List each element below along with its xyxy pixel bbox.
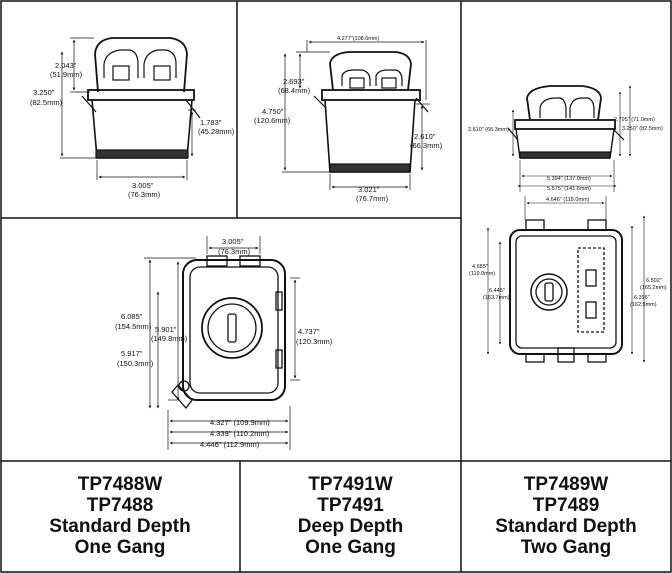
dim-label: 3.005": [222, 237, 244, 246]
dim-label: 6.502": [646, 278, 662, 284]
model: TP7489: [532, 495, 600, 516]
dim-label: 3.250" (82.5mm): [622, 126, 663, 132]
dim-label: 2.693": [283, 77, 305, 86]
tp7488-front-labels: 3.005" (76.3mm) 6.085" (154.5mm) 5.901" …: [115, 237, 333, 449]
tp7489-side-dimensions: [511, 85, 632, 220]
tp7491-side-labels: 4.277"(108.6mm) 2.693" (68.4mm) 4.750" (…: [254, 36, 443, 203]
dim-label: 6.085": [121, 312, 143, 321]
tp7491-side-dimensions: [282, 40, 430, 190]
tp7489-front-drawing: [509, 219, 623, 363]
tp7491-side-drawing: [313, 51, 429, 173]
dim-label: 6.396": [634, 295, 650, 301]
gang: One Gang: [305, 537, 396, 558]
dim-label: 4.327" (109.9mm): [210, 418, 270, 427]
dim-label: 4.646" (118.0mm): [546, 197, 590, 203]
model: TP7488: [86, 495, 154, 516]
tp7489-front-dimensions: [486, 215, 646, 363]
dim-label: (120.6mm): [254, 116, 291, 125]
dim-label: (76.3mm): [218, 247, 251, 256]
dim-label: 2.610" (66.3mm): [468, 127, 509, 133]
dim-label: 5.394" (137.0mm): [547, 176, 591, 182]
dim-label: 4.339" (110.2mm): [210, 429, 270, 438]
tp7488-side-drawing: [81, 37, 201, 159]
dim-label: (150.3mm): [117, 359, 154, 368]
dim-label: 2.795" (71.0mm): [614, 117, 655, 123]
dim-label: (82.5mm): [30, 98, 63, 107]
dim-label: (119.0mm): [469, 271, 495, 277]
dim-label: 4.446" (112.9mm): [200, 440, 260, 449]
model: TP7491: [317, 495, 384, 516]
gang: Two Gang: [520, 537, 612, 558]
dim-label: 3.250": [33, 88, 55, 97]
tp7488-side-labels: 2.043" (51.9mm) 3.250" (82.5mm) 1.783" (…: [30, 61, 235, 199]
dim-label: (149.8mm): [151, 334, 188, 343]
dim-label: 3.005": [132, 181, 154, 190]
model-w: TP7491W: [308, 474, 393, 495]
dim-label: (163.7mm): [483, 295, 510, 301]
dim-label: (66.3mm): [410, 141, 443, 150]
tp7489-labels: 2.610" (66.3mm) 2.795" (71.0mm) 3.250" (…: [468, 117, 667, 308]
product-label-tp7489: TP7489W TP7489 Standard Depth Two Gang: [462, 474, 670, 558]
dim-label: (165.2mm): [640, 285, 667, 291]
dim-label: (120.3mm): [296, 337, 333, 346]
dim-label: 5.917": [121, 349, 143, 358]
tp7488-front-dimensions: [144, 236, 300, 450]
dim-label: (51.9mm): [50, 70, 83, 79]
dim-label: (76.7mm): [356, 194, 389, 203]
depth: Standard Depth: [49, 516, 191, 537]
dim-label: 2.043": [55, 61, 77, 70]
model-w: TP7489W: [523, 474, 609, 495]
tp7488-side-dimensions: [60, 37, 196, 180]
depth: Deep Depth: [297, 516, 404, 537]
dim-label: (76.3mm): [128, 190, 161, 199]
gang: One Gang: [74, 537, 166, 558]
product-label-tp7491: TP7491W TP7491 Deep Depth One Gang: [241, 474, 460, 558]
dim-label: 4.737": [298, 327, 320, 336]
dim-label: 4.750": [262, 107, 284, 116]
dim-label: (162.5mm): [630, 302, 657, 308]
dim-label: 1.783": [200, 118, 222, 127]
depth: Standard Depth: [495, 516, 637, 537]
dim-label: 4.277"(108.6mm): [337, 36, 379, 42]
dim-label: 2.610": [414, 132, 436, 141]
model-w: TP7488W: [77, 474, 163, 495]
product-label-tp7488: TP7488W TP7488 Standard Depth One Gang: [2, 474, 238, 558]
dim-label: 3.021": [358, 185, 380, 194]
dim-label: 5.575" (141.6mm): [547, 186, 591, 192]
dim-label: 4.685": [472, 264, 488, 270]
dim-label: 6.445": [489, 288, 505, 294]
dim-label: 5.901": [155, 325, 177, 334]
dim-label: (68.4mm): [278, 86, 311, 95]
dim-label: (45.28mm): [198, 127, 235, 136]
tp7488-front-drawing: [171, 255, 286, 410]
tp7489-side-drawing: [507, 85, 625, 159]
dim-label: (154.5mm): [115, 322, 152, 331]
